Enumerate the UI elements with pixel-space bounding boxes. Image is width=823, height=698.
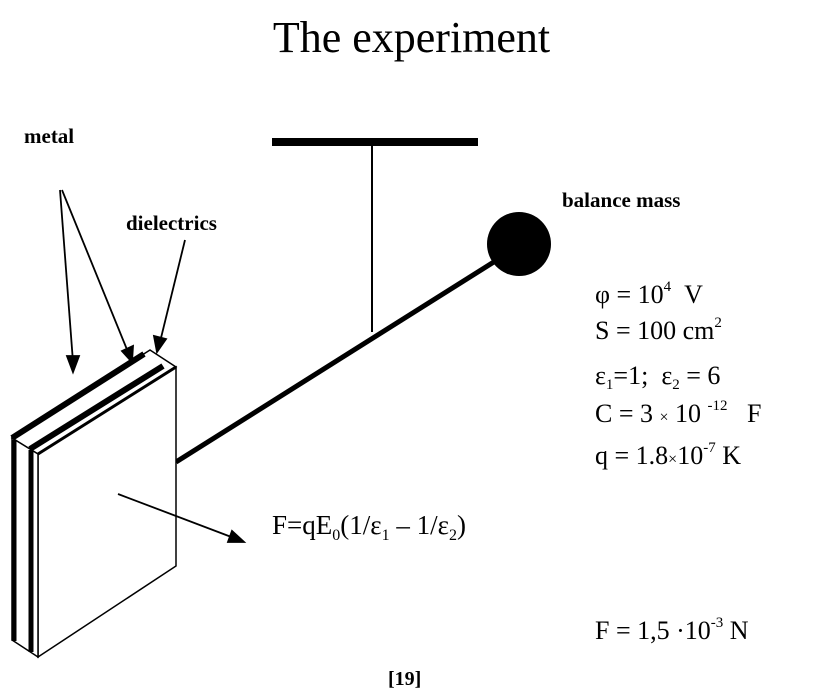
balance-mass-label: balance mass bbox=[562, 188, 681, 212]
metal-layer-outer-top bbox=[10, 351, 146, 441]
metal-layer-inner-top bbox=[28, 363, 165, 452]
page-title: The experiment bbox=[272, 13, 551, 62]
param-permittivities: ε1=1; ε2 = 6 bbox=[595, 361, 721, 393]
dielectrics-label: dielectrics bbox=[126, 211, 217, 235]
param-potential: φ = 104 V bbox=[595, 279, 703, 309]
metal-arrows bbox=[59, 189, 134, 375]
metal-label: metal bbox=[24, 124, 75, 148]
reference-number: [19] bbox=[388, 668, 422, 690]
balance-mass-ball bbox=[487, 212, 551, 276]
dielectrics-arrow bbox=[152, 239, 186, 355]
param-charge: q = 1.8×10-7 K bbox=[595, 440, 741, 470]
front-edge-top bbox=[37, 365, 177, 456]
force-formula: F=qE0(1/ε1 – 1/ε2) bbox=[272, 510, 466, 544]
param-capacitance: C = 3 × 10 -12 F bbox=[595, 398, 762, 428]
param-area: S = 100 cm2 bbox=[595, 315, 722, 345]
force-result: F = 1,5 ·10-3 N bbox=[595, 615, 749, 645]
force-arrow bbox=[117, 493, 247, 543]
balance-rod bbox=[174, 245, 518, 465]
